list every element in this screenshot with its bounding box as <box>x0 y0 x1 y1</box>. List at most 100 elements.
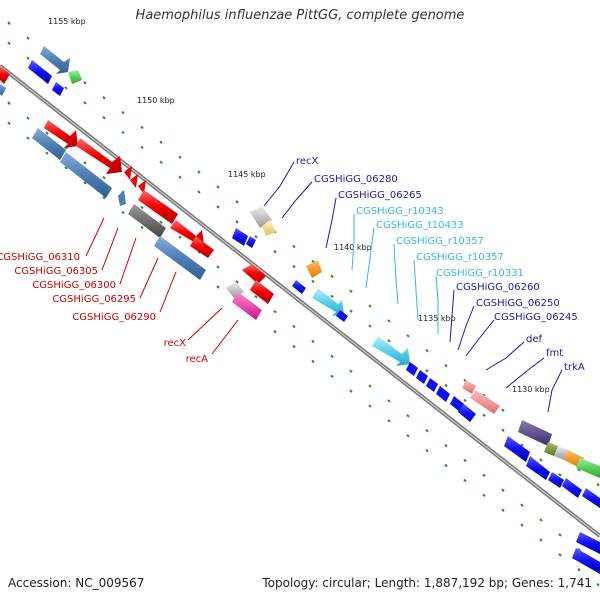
ruler-tick <box>178 155 182 159</box>
ruler-tick <box>368 304 372 308</box>
gene-box <box>128 204 166 238</box>
gene-box <box>242 264 266 284</box>
gene-box <box>518 420 552 446</box>
ruler-tick <box>349 389 353 393</box>
gene-labels-left: CGSHiGG_06310 CGSHiGG_06305 CGSHiGG_0630… <box>0 252 208 365</box>
ruler-tick <box>121 130 125 135</box>
gene-label: CGSHiGG_06300 <box>32 280 116 291</box>
ruler-tick <box>216 265 220 269</box>
gene-arrow <box>130 174 138 188</box>
gene-label: CGSHiGG_06250 <box>476 298 560 309</box>
gene-label: def <box>526 334 543 345</box>
ruler-tick <box>520 443 524 447</box>
ruler-tick <box>273 309 277 314</box>
ruler-tick <box>292 324 296 329</box>
ruler-tick <box>539 518 543 522</box>
ruler-tick <box>45 131 49 135</box>
ruler-tick <box>330 274 334 278</box>
gene-label: recA <box>186 354 209 365</box>
gene-arrow <box>0 66 10 84</box>
ruler-tick <box>577 568 581 572</box>
ruler-tick <box>577 468 581 472</box>
gene-box <box>576 458 600 478</box>
ruler-tick <box>406 414 410 418</box>
kbp-label: 1155 kbp <box>48 17 86 26</box>
gene-box <box>554 446 568 460</box>
gene-label: CGSHiGG_06305 <box>14 266 98 277</box>
leader-lines-right <box>263 161 563 413</box>
ruler-tick <box>273 249 277 254</box>
ruler-tick <box>140 205 144 210</box>
ruler-tick <box>463 458 467 463</box>
leader-lines-left <box>85 217 239 355</box>
gene-arrow <box>576 532 600 554</box>
gene-label: fmt <box>546 348 563 359</box>
ruler-tick <box>254 235 258 239</box>
ruler-tick <box>482 413 486 418</box>
ruler-tick <box>444 463 448 468</box>
gene-label: CGSHiGG_06265 <box>338 190 422 201</box>
ruler-tick <box>159 140 163 145</box>
ruler-tick <box>26 116 30 120</box>
ruler-tick <box>216 185 220 189</box>
ruler-tick <box>425 428 429 433</box>
ruler-tick <box>102 95 106 100</box>
ruler-tick <box>330 354 334 358</box>
ruler-tick <box>273 329 277 334</box>
ruler-tick <box>83 81 87 85</box>
ruler-tick <box>444 383 448 388</box>
ruler-tick <box>425 448 429 453</box>
ruler-tick <box>102 175 106 180</box>
gene-label: CGSHiGG_06280 <box>314 174 398 185</box>
gene-arrow <box>44 120 78 148</box>
gene-arrow <box>562 478 582 498</box>
ruler-tick <box>463 478 467 483</box>
gene-arrow <box>292 280 306 294</box>
ruler-tick <box>140 125 144 130</box>
ruler-tick <box>330 374 334 378</box>
ruler-tick <box>292 344 296 349</box>
ruler-tick <box>83 101 87 105</box>
gene-arrow <box>406 362 418 376</box>
kbp-label: 1135 kbp <box>418 314 456 323</box>
gene-label: CGSHiGG_06290 <box>72 312 156 323</box>
ruler-tick <box>64 166 68 170</box>
gene-label: trkA <box>564 362 585 373</box>
kbp-label: 1150 kbp <box>137 96 175 105</box>
ruler-tick <box>7 21 11 25</box>
ruler-tick <box>482 473 486 478</box>
ruler-tick <box>83 161 87 165</box>
ruler-tick <box>349 369 353 373</box>
ruler-tick <box>64 86 68 90</box>
ruler-tick <box>45 151 49 155</box>
ruler-tick <box>387 419 391 423</box>
gene-box <box>68 70 82 84</box>
gene-arrow <box>76 138 122 174</box>
gene-arrow <box>124 166 132 180</box>
ruler-tick <box>520 503 524 507</box>
gene-box <box>470 390 500 414</box>
topology-text: Topology: circular; Length: 1,887,192 bp… <box>262 576 592 590</box>
gene-arrow <box>416 370 428 384</box>
ruler-tick <box>520 523 524 527</box>
kbp-label: 1145 kbp <box>228 170 266 179</box>
gene-labels-right: recX CGSHiGG_06280 CGSHiGG_06265 CGSHiGG… <box>296 156 585 373</box>
gene-label: CGSHiGG_r10343 <box>356 206 444 217</box>
gene-arrow <box>582 488 600 508</box>
ruler-tick <box>235 220 239 224</box>
ruler-tick <box>7 101 11 105</box>
ruler-tick <box>235 200 239 204</box>
gene-arrow <box>190 236 214 258</box>
ruler-tick <box>254 295 258 299</box>
ruler-tick <box>7 121 11 125</box>
gene-box <box>138 190 178 224</box>
ruler-tick <box>501 428 505 432</box>
kbp-label: 1130 kbp <box>512 385 550 394</box>
ruler-tick <box>26 136 30 140</box>
kbp-label: 1140 kbp <box>334 243 372 252</box>
gene-arrow <box>60 152 112 198</box>
gene-arrow <box>450 396 464 412</box>
gene-label: CGSHiGG_06295 <box>52 294 136 305</box>
ruler-tick <box>235 280 239 284</box>
ruler-tick <box>596 582 600 587</box>
